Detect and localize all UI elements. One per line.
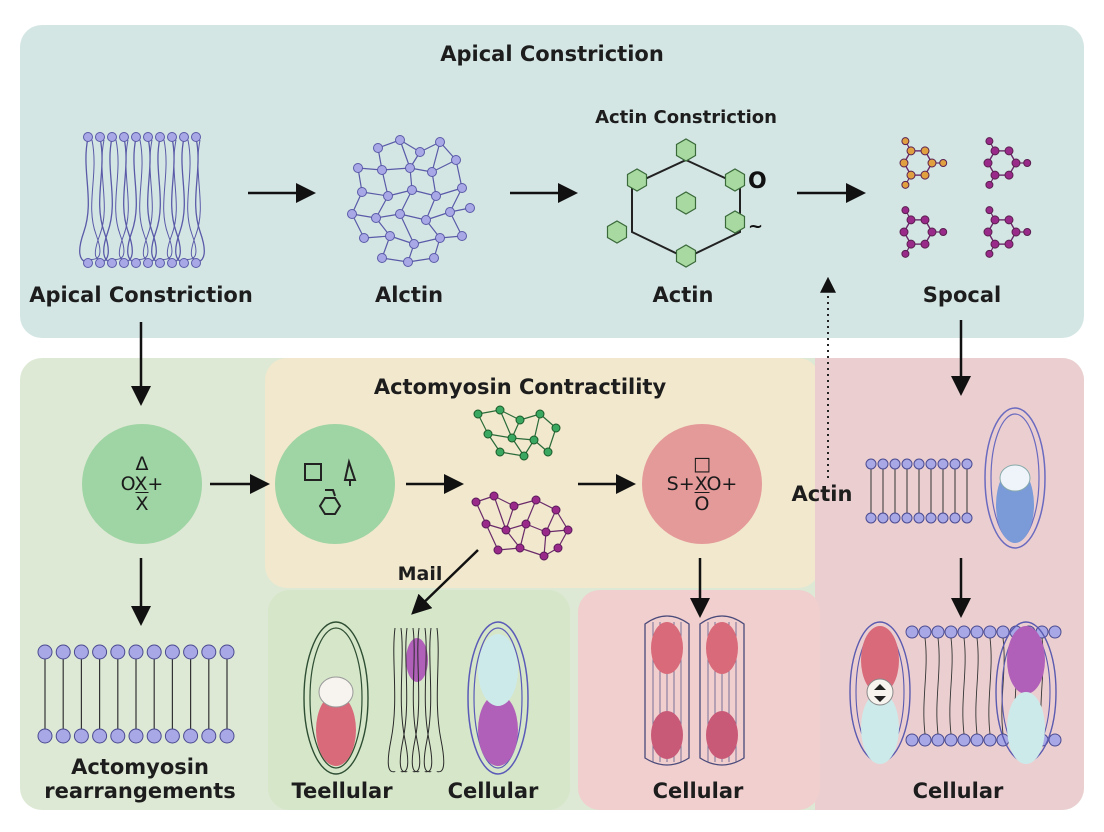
label-actin-side: Actin — [791, 482, 853, 506]
node-3-top: □ — [693, 453, 711, 475]
actin-hexagon-ring-icon: O ~ — [606, 138, 767, 268]
label-mail: Mail — [397, 563, 443, 585]
actin-squiggle: ~ — [748, 216, 763, 237]
bilayer-left-icon — [37, 644, 235, 744]
spocal-molecules-icon — [899, 137, 1032, 258]
cell-cellular-1-icon — [467, 621, 529, 775]
cell-cellular-3-icon — [849, 621, 1062, 764]
stage-label-3: Actin — [652, 283, 714, 307]
cell-cellular-2-icon — [644, 615, 745, 766]
node-1-bot: X — [135, 493, 149, 515]
molecular-network-icon — [347, 135, 475, 267]
top-panel-title: Apical Constriction — [440, 42, 664, 66]
cell-bundle-small-icon — [387, 627, 445, 773]
node-2 — [275, 424, 395, 544]
pink-subpanel — [578, 590, 820, 810]
node-1: Δ OX+ X — [82, 424, 202, 544]
lipid-bundle-icon — [79, 132, 205, 268]
node-3: □ S+XO+ O — [642, 424, 762, 544]
label-cellular-2: Cellular — [652, 779, 744, 803]
label-cellular-1: Cellular — [447, 779, 539, 803]
bottom-network-icon — [471, 405, 573, 561]
bottom-panel-title: Actomyosin Contractility — [373, 375, 667, 399]
label-actomyosin: Actomyosin — [71, 755, 209, 779]
cell-blue-icon — [984, 407, 1046, 549]
node-1-top: Δ — [135, 453, 149, 475]
node-3-mid: S+XO+ — [666, 473, 738, 495]
cell-teellular-icon — [303, 621, 369, 775]
arrow-diagonal-mail — [411, 549, 479, 615]
stage-label-2: Alctin — [374, 283, 444, 307]
label-cellular-3: Cellular — [912, 779, 1004, 803]
stage-label-4: Spocal — [922, 283, 1002, 307]
label-teellular: Teellular — [291, 779, 393, 803]
node-1-mid: OX+ — [120, 473, 164, 495]
node-2-glyphs — [304, 458, 357, 515]
bilayer-right-icon — [865, 458, 973, 524]
label-rearrangements: rearrangements — [44, 779, 236, 803]
actin-constriction-caption: Actin Constriction — [595, 107, 777, 128]
actin-marker-o: O — [748, 169, 767, 194]
stage-label-1: Apical Constriction — [29, 283, 253, 307]
node-3-bot: O — [694, 493, 710, 515]
